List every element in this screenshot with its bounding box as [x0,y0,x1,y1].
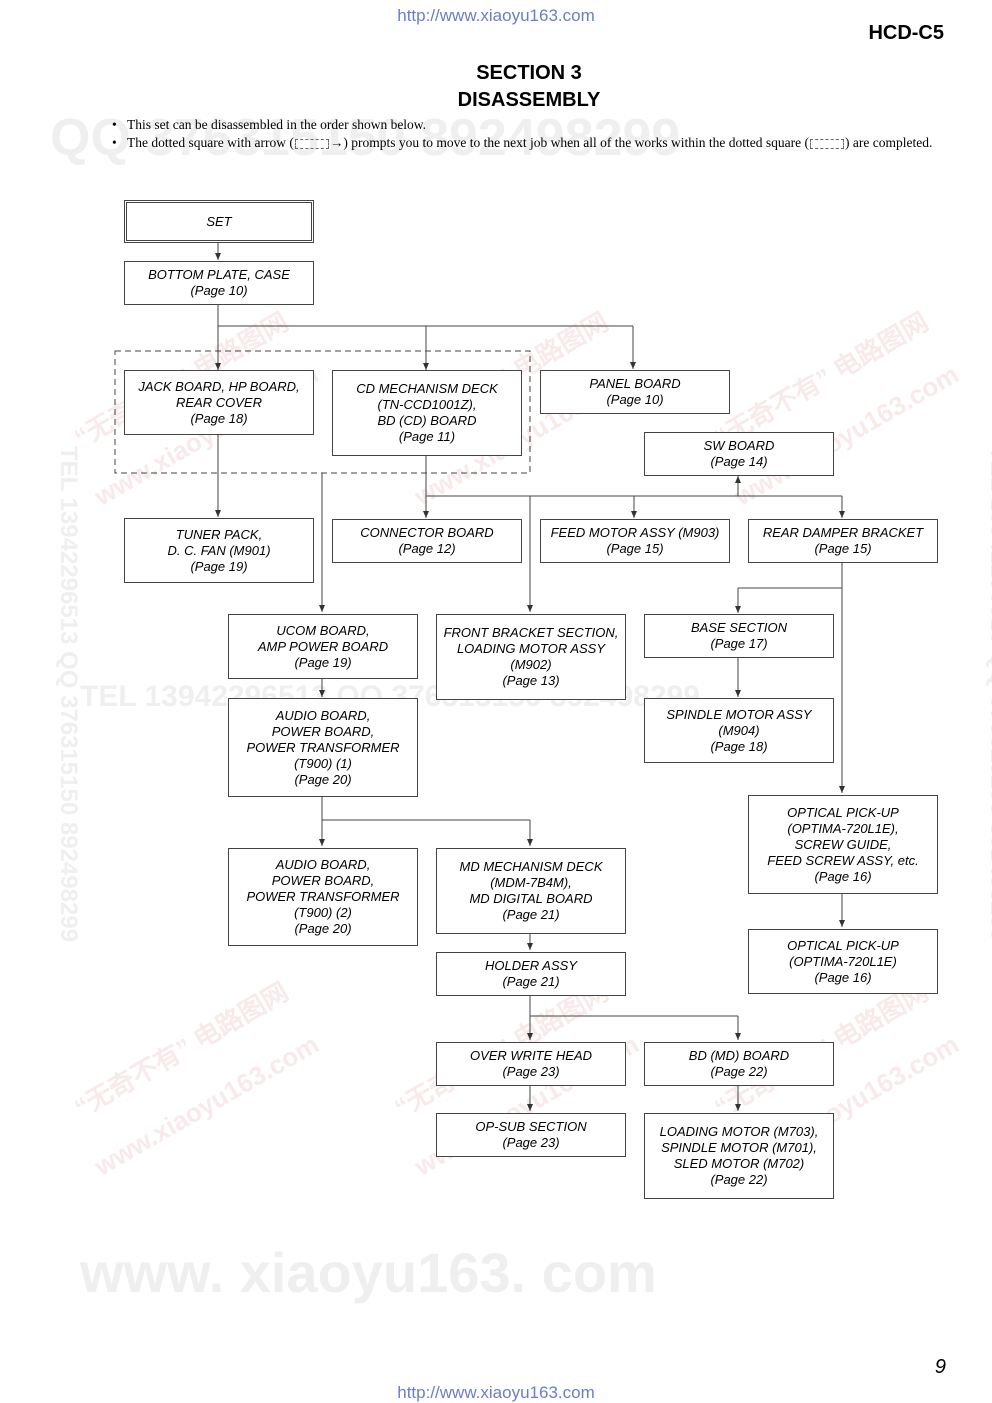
node-feed-motor: FEED MOTOR ASSY (M903) (Page 15) [540,519,730,563]
node-sw-board-label: SW BOARD (Page 14) [703,438,775,469]
node-connector-board: CONNECTOR BOARD (Page 12) [332,519,522,563]
note-1: • This set can be disassembled in the or… [112,116,952,134]
node-optical-pickup-2: OPTICAL PICK-UP (OPTIMA-720L1E) (Page 16… [748,929,938,994]
node-optical-pickup-2-label: OPTICAL PICK-UP (OPTIMA-720L1E) (Page 16… [787,937,899,985]
node-bd-md-board-label: BD (MD) BOARD (Page 22) [688,1048,790,1079]
node-set: SET [124,200,314,243]
node-bd-md-board: BD (MD) BOARD (Page 22) [644,1042,834,1086]
watermark-qq: QQ 376315150 892498299 [50,109,681,167]
node-ucom-board-label: UCOM BOARD, AMP POWER BOARD (Page 19) [257,622,389,670]
node-loading-motor-label: LOADING MOTOR (M703), SPINDLE MOTOR (M70… [659,1124,819,1187]
node-spindle-motor-assy: SPINDLE MOTOR ASSY (M904) (Page 18) [644,698,834,763]
model-name: HCD-C5 [868,22,944,44]
dotted-square-icon [294,138,329,149]
node-tuner-pack-label: TUNER PACK, D. C. FAN (M901) (Page 19) [167,526,271,574]
node-spindle-motor-assy-label: SPINDLE MOTOR ASSY (M904) (Page 18) [666,706,812,754]
note-2: • The dotted square with arrow ( →) promp… [112,134,952,152]
node-over-write-head-label: OVER WRITE HEAD (Page 23) [469,1048,593,1079]
bullet-icon: • [112,135,117,150]
node-panel-board: PANEL BOARD (Page 10) [540,370,730,414]
node-audio-board-2: AUDIO BOARD, POWER BOARD, POWER TRANSFOR… [228,848,418,946]
top-url-link[interactable]: http://www.xiaoyu163.com [397,6,595,25]
node-optical-pickup-1-label: OPTICAL PICK-UP (OPTIMA-720L1E), SCREW G… [767,804,919,884]
node-md-mechanism-label: MD MECHANISM DECK (MDM-7B4M), MD DIGITAL… [459,859,603,922]
node-jack-board: JACK BOARD, HP BOARD, REAR COVER (Page 1… [124,370,314,435]
node-rear-damper: REAR DAMPER BRACKET (Page 15) [748,519,938,563]
watermark-site-big: www. xiaoyu163. com [80,1241,657,1304]
section-title: DISASSEMBLY [457,89,601,111]
node-cd-mechanism-label: CD MECHANISM DECK (TN-CCD1001Z), BD (CD)… [356,381,498,444]
node-op-sub-section-label: OP-SUB SECTION (Page 23) [475,1119,587,1150]
node-front-bracket: FRONT BRACKET SECTION, LOADING MOTOR ASS… [436,614,626,700]
node-holder-assy-label: HOLDER ASSY (Page 21) [485,958,577,989]
node-sw-board: SW BOARD (Page 14) [644,432,834,476]
node-loading-motor: LOADING MOTOR (M703), SPINDLE MOTOR (M70… [644,1113,834,1199]
node-rear-damper-label: REAR DAMPER BRACKET (Page 15) [762,525,924,556]
node-over-write-head: OVER WRITE HEAD (Page 23) [436,1042,626,1086]
node-cd-mechanism: CD MECHANISM DECK (TN-CCD1001Z), BD (CD)… [332,370,522,456]
node-panel-board-label: PANEL BOARD (Page 10) [589,376,681,407]
section-number: SECTION 3 [476,62,582,84]
node-ucom-board: UCOM BOARD, AMP POWER BOARD (Page 19) [228,614,418,679]
node-tuner-pack: TUNER PACK, D. C. FAN (M901) (Page 19) [124,518,314,583]
node-base-section-label: BASE SECTION (Page 17) [690,620,788,651]
node-bottom-plate-label: BOTTOM PLATE, CASE (Page 10) [148,267,290,298]
node-feed-motor-label: FEED MOTOR ASSY (M903) (Page 15) [550,525,720,556]
bullet-icon: • [112,117,117,132]
note-2-text-c: ) are completed. [845,135,933,150]
node-audio-board-2-label: AUDIO BOARD, POWER BOARD, POWER TRANSFOR… [246,857,400,936]
node-audio-board-1: AUDIO BOARD, POWER BOARD, POWER TRANSFOR… [228,698,418,797]
note-2-text-a: The dotted square with arrow ( [127,135,294,150]
node-base-section: BASE SECTION (Page 17) [644,614,834,658]
node-holder-assy: HOLDER ASSY (Page 21) [436,952,626,996]
note-2-text-b: →) prompts you to move to the next job w… [329,135,809,150]
notes: • This set can be disassembled in the or… [112,116,952,152]
node-optical-pickup-1: OPTICAL PICK-UP (OPTIMA-720L1E), SCREW G… [748,795,938,894]
node-connector-board-label: CONNECTOR BOARD (Page 12) [360,525,494,556]
node-bottom-plate: BOTTOM PLATE, CASE (Page 10) [124,261,314,305]
note-1-text: This set can be disassembled in the orde… [127,117,427,132]
bottom-url-link[interactable]: http://www.xiaoyu163.com [397,1383,595,1402]
node-set-label: SET [206,213,232,229]
node-md-mechanism: MD MECHANISM DECK (MDM-7B4M), MD DIGITAL… [436,848,626,934]
page-number: 9 [934,1356,946,1378]
node-op-sub-section: OP-SUB SECTION (Page 23) [436,1113,626,1157]
node-audio-board-1-label: AUDIO BOARD, POWER BOARD, POWER TRANSFOR… [246,707,400,787]
node-jack-board-label: JACK BOARD, HP BOARD, REAR COVER (Page 1… [138,378,300,426]
node-front-bracket-label: FRONT BRACKET SECTION, LOADING MOTOR ASS… [443,625,619,688]
dotted-square-icon [810,138,844,149]
